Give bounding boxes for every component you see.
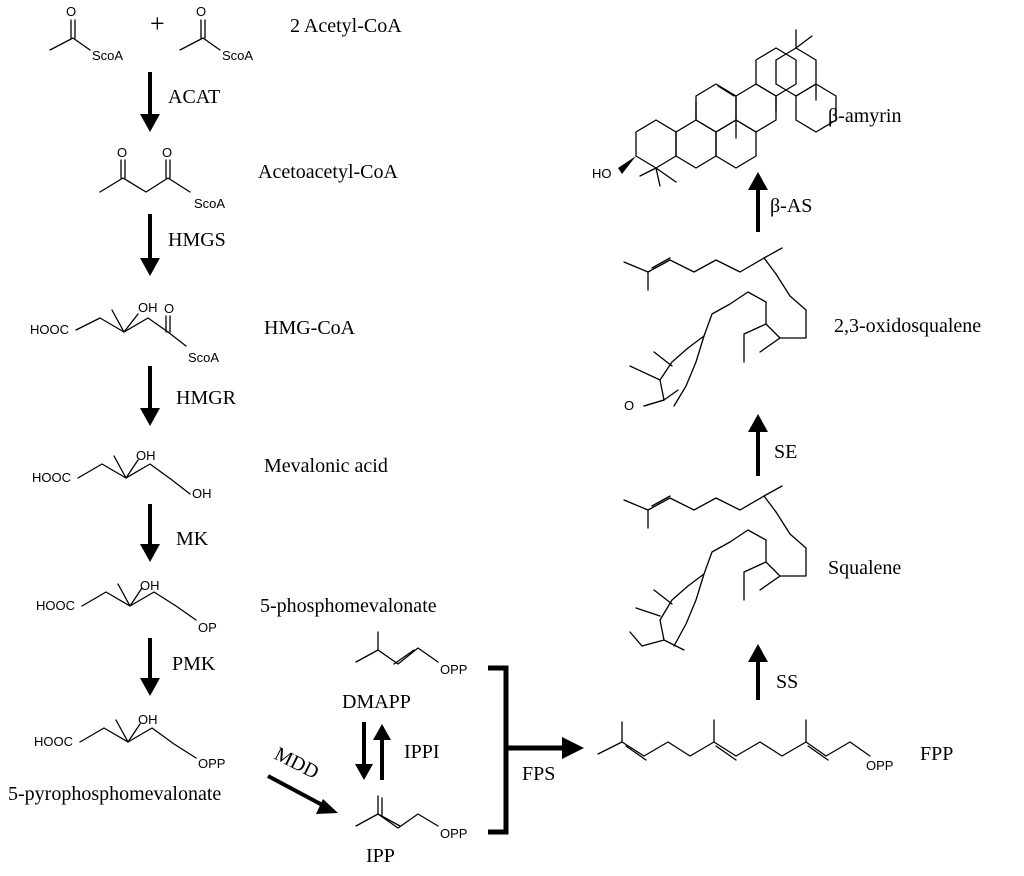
enzyme-beta-as: β-AS xyxy=(770,195,812,217)
opp-label: OPP xyxy=(198,756,225,771)
phosphomevalonate-label: 5-phosphomevalonate xyxy=(260,595,437,617)
hydroxyl-label: HO xyxy=(592,166,612,181)
acetyl-coa-structure-2: O ScoA xyxy=(179,4,253,63)
acetoacetyl-coa-label: Acetoacetyl-CoA xyxy=(258,161,398,183)
arrow-mdd xyxy=(267,774,338,814)
opp-label: OPP xyxy=(440,826,467,841)
fpp-label: FPP xyxy=(920,743,953,765)
enzyme-ippi: IPPI xyxy=(404,741,440,763)
scoa-label: ScoA xyxy=(222,48,253,63)
acetyl-coa-label: 2 Acetyl-CoA xyxy=(290,15,402,37)
beta-amyrin-structure: HO xyxy=(592,29,837,187)
fps-bracket xyxy=(488,665,584,835)
hooc-label: HOOC xyxy=(30,322,69,337)
arrow-mk xyxy=(140,504,160,562)
hmg-coa-structure: HOOC OH O ScoA xyxy=(30,300,219,365)
arrow-pmk xyxy=(140,638,160,696)
opp-label: OPP xyxy=(866,758,893,773)
beta-amyrin-label: β-amyrin xyxy=(828,105,902,127)
arrow-hmgr xyxy=(140,366,160,426)
oxygen-label: O xyxy=(117,145,127,160)
enzyme-hmgr: HMGR xyxy=(176,387,237,409)
pyrophosphomevalonate-label: 5-pyrophosphomevalonate xyxy=(8,783,221,805)
enzyme-ss: SS xyxy=(776,671,798,693)
hydroxyl-label: OH xyxy=(138,300,158,315)
oxygen-label: O xyxy=(164,301,174,316)
scoa-label: ScoA xyxy=(194,196,225,211)
arrow-ss xyxy=(748,644,768,700)
scoa-label: ScoA xyxy=(188,350,219,365)
enzyme-pmk: PMK xyxy=(172,653,216,675)
enzyme-se: SE xyxy=(774,441,797,463)
phosphomevalonate-structure: HOOC OH OP xyxy=(36,578,217,635)
mevalonic-acid-label: Mevalonic acid xyxy=(264,455,388,477)
opp-label: OPP xyxy=(440,662,467,677)
enzyme-acat: ACAT xyxy=(168,86,220,108)
oxygen-label: O xyxy=(624,398,634,413)
hydroxyl-label: OH xyxy=(192,486,212,501)
oxygen-label: O xyxy=(162,145,172,160)
enzyme-fps: FPS xyxy=(522,763,555,785)
arrow-acat xyxy=(140,72,160,132)
hydroxyl-label: OH xyxy=(136,448,156,463)
squalene-structure xyxy=(623,485,807,651)
oxygen-label: O xyxy=(196,4,206,19)
arrow-hmgs xyxy=(140,214,160,276)
arrow-beta-as xyxy=(748,172,768,232)
hmg-coa-label: HMG-CoA xyxy=(264,317,356,339)
hooc-label: HOOC xyxy=(34,734,73,749)
oxygen-label: O xyxy=(66,4,76,19)
oxidosqualene-label: 2,3-oxidosqualene xyxy=(834,315,981,337)
dmapp-structure: OPP xyxy=(355,631,467,677)
arrow-ippi-down xyxy=(355,722,373,780)
pyrophosphomevalonate-structure: HOOC OH OPP xyxy=(34,712,225,771)
fpp-structure: OPP xyxy=(597,719,893,773)
hydroxyl-label: OH xyxy=(140,578,160,593)
hydroxyl-label: OH xyxy=(138,712,158,727)
squalene-label: Squalene xyxy=(828,557,901,579)
acetyl-coa-structure-1: O ScoA xyxy=(49,4,123,63)
scoa-label: ScoA xyxy=(92,48,123,63)
arrow-se xyxy=(748,414,768,476)
ipp-label: IPP xyxy=(366,845,395,867)
hooc-label: HOOC xyxy=(36,598,75,613)
enzyme-hmgs: HMGS xyxy=(168,229,226,251)
oxidosqualene-structure: O xyxy=(623,247,807,413)
ipp-structure: OPP xyxy=(355,795,467,841)
acetoacetyl-coa-structure: O O ScoA xyxy=(99,145,225,211)
arrow-ippi-up xyxy=(373,724,391,780)
enzyme-mk: MK xyxy=(176,528,209,550)
dmapp-label: DMAPP xyxy=(342,691,411,713)
enzyme-mdd: MDD xyxy=(271,743,323,784)
op-label: OP xyxy=(198,620,217,635)
plus-sign: + xyxy=(150,9,165,38)
mevalonic-acid-structure: HOOC OH OH xyxy=(32,448,212,501)
hooc-label: HOOC xyxy=(32,470,71,485)
